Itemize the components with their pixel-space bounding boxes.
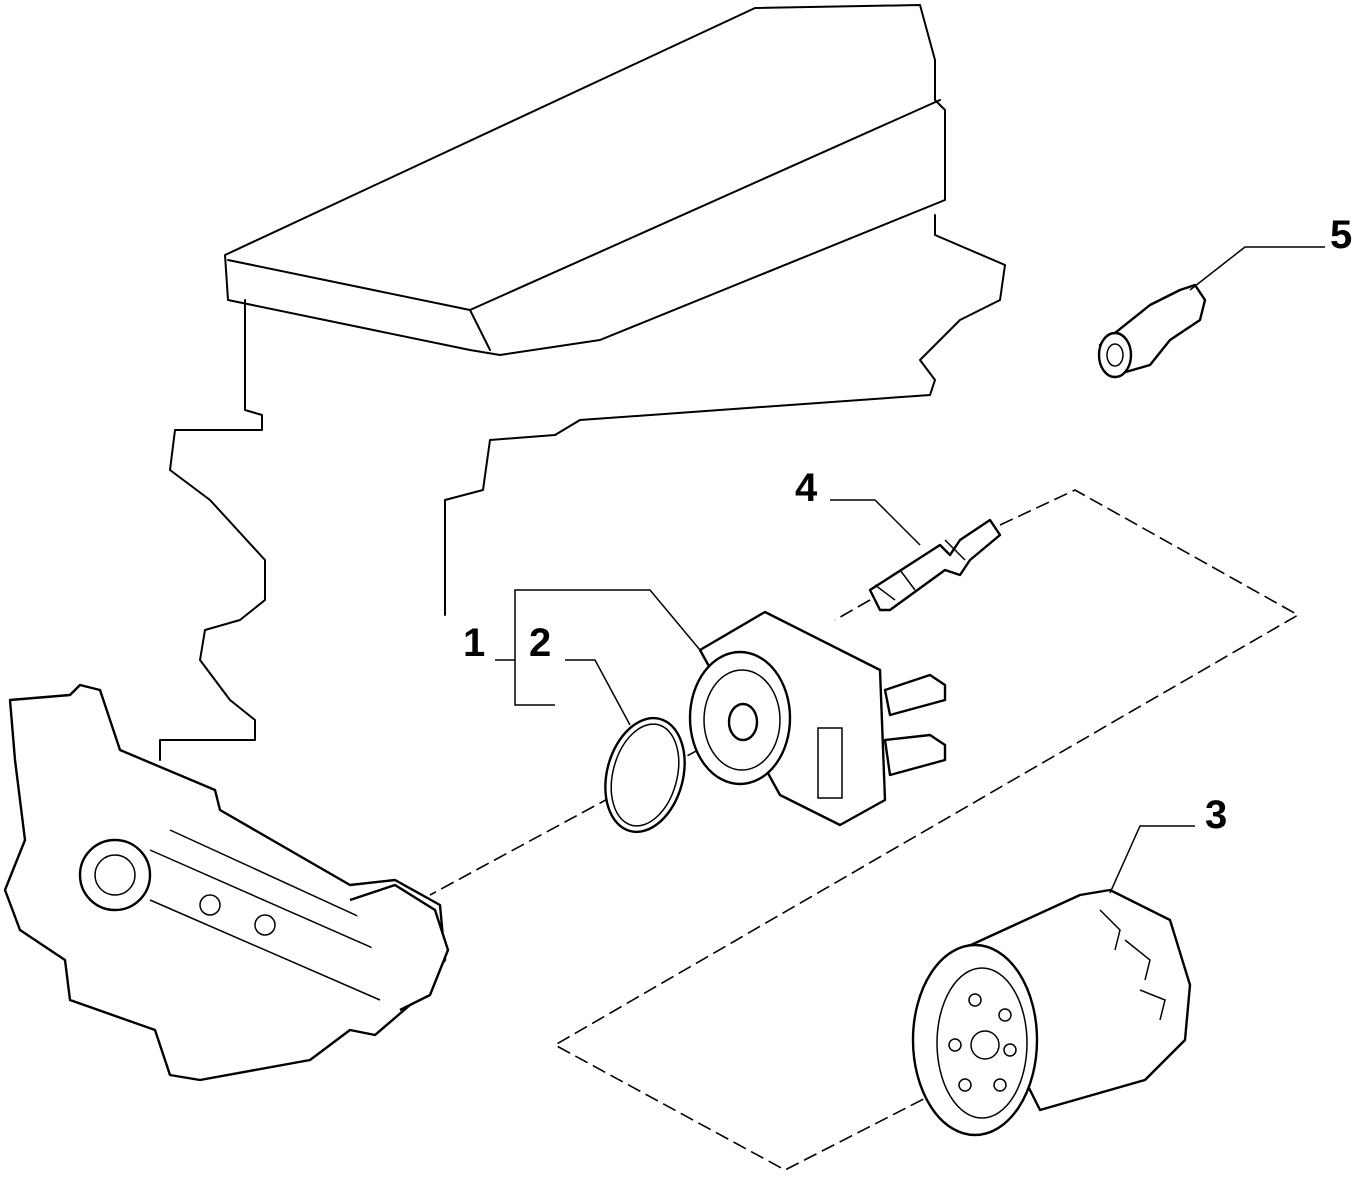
- oil-cooler-part-1: [688, 610, 947, 827]
- engine-block-outline: [159, 4, 1006, 761]
- o-ring-part-2: [604, 716, 686, 834]
- oil-pump-housing: [3, 683, 450, 1082]
- callout-leaders: [495, 246, 1325, 894]
- callout-5: 5: [1330, 213, 1353, 257]
- callout-1: 1: [463, 621, 486, 665]
- callout-4: 4: [795, 466, 818, 510]
- sensor-part-5: [1097, 283, 1207, 379]
- callout-2: 2: [529, 621, 552, 665]
- bolt-part-4: [868, 518, 1002, 612]
- assembly-lines: [429, 489, 1300, 1171]
- callout-3: 3: [1205, 793, 1228, 837]
- oil-filter-part-3: [911, 888, 1192, 1137]
